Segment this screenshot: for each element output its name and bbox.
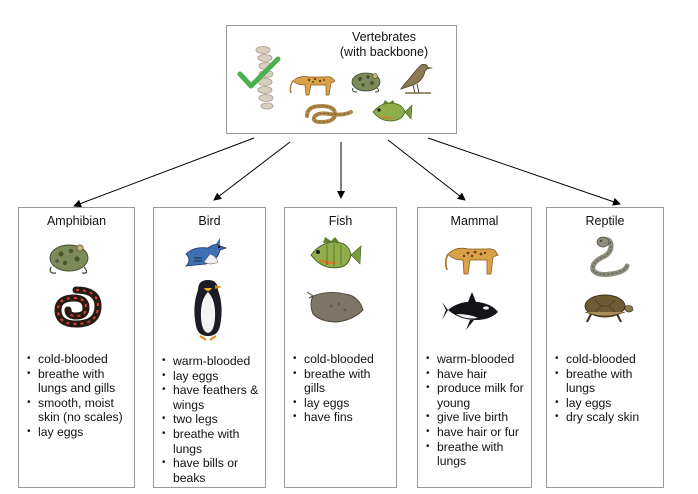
category-box-mammal: Mammal warm-blooded have hair produce mi… bbox=[417, 207, 532, 488]
category-box-amphibian: Amphibian cold-blooded breathe with lung… bbox=[18, 207, 135, 488]
vertebrates-title: Vertebrates (with backbone) bbox=[299, 30, 469, 60]
trait-item: warm-blooded bbox=[426, 352, 527, 367]
trait-item: cold-blooded bbox=[293, 352, 392, 367]
category-title-fish: Fish bbox=[328, 214, 353, 228]
penguin-icon bbox=[194, 280, 222, 341]
category-title-reptile: Reptile bbox=[585, 214, 625, 228]
fish-icon bbox=[372, 100, 413, 122]
trait-item: have bills or beaks bbox=[162, 456, 261, 485]
snake-icon bbox=[305, 103, 353, 125]
trait-item: two legs bbox=[162, 412, 261, 427]
vertebrates-box: Vertebrates (with backbone) bbox=[226, 25, 457, 134]
trait-item: breathe with lungs and gills bbox=[27, 367, 130, 396]
arrow-bird bbox=[213, 141, 291, 201]
trait-item: produce milk for young bbox=[426, 381, 527, 410]
toad-icon bbox=[49, 244, 89, 274]
trait-list-reptile: cold-blooded breathe with lungs lay eggs… bbox=[555, 352, 659, 425]
checkmark-icon bbox=[237, 56, 281, 89]
trait-item: breathe with gills bbox=[293, 367, 392, 396]
category-box-fish: Fish cold-blooded breathe with gills lay… bbox=[284, 207, 397, 488]
salamander-icon bbox=[54, 286, 102, 328]
orca-icon bbox=[442, 292, 498, 330]
trait-item: lay eggs bbox=[162, 369, 261, 384]
leopard-icon bbox=[289, 76, 336, 96]
trait-item: breathe with lungs bbox=[162, 427, 261, 456]
category-title-mammal: Mammal bbox=[450, 214, 499, 228]
trait-item: cold-blooded bbox=[555, 352, 659, 367]
stingray-icon bbox=[307, 291, 364, 323]
trait-item: give live birth bbox=[426, 410, 527, 425]
arrow-amphibian bbox=[73, 137, 255, 208]
arrow-mammal bbox=[387, 139, 466, 201]
cobra-icon bbox=[590, 236, 630, 277]
category-box-bird: Bird warm-blooded lay eggs have feathers… bbox=[153, 207, 266, 488]
title-line-1: Vertebrates bbox=[352, 30, 416, 44]
arrow-reptile bbox=[427, 137, 621, 206]
trait-item: have fins bbox=[293, 410, 392, 425]
trait-list-amphibian: cold-blooded breathe with lungs and gill… bbox=[27, 352, 130, 440]
trait-item: lay eggs bbox=[27, 425, 130, 440]
trait-list-bird: warm-blooded lay eggs have feathers & wi… bbox=[162, 354, 261, 485]
trait-list-mammal: warm-blooded have hair produce milk for … bbox=[426, 352, 527, 469]
bird-icon bbox=[400, 64, 433, 94]
blue-jay-icon bbox=[184, 238, 228, 267]
turtle-icon bbox=[584, 294, 634, 323]
category-title-amphibian: Amphibian bbox=[46, 214, 107, 228]
category-title-bird: Bird bbox=[198, 214, 221, 228]
trait-item: have hair bbox=[426, 367, 527, 382]
trait-item: have hair or fur bbox=[426, 425, 527, 440]
trait-item: lay eggs bbox=[555, 396, 659, 411]
title-line-2: (with backbone) bbox=[339, 45, 429, 59]
leopard-icon bbox=[444, 247, 499, 275]
category-box-reptile: Reptile cold-blooded breathe with lungs … bbox=[546, 207, 664, 488]
trait-item: cold-blooded bbox=[27, 352, 130, 367]
trait-item: warm-blooded bbox=[162, 354, 261, 369]
trait-item: dry scaly skin bbox=[555, 410, 659, 425]
sunfish-icon bbox=[310, 237, 362, 269]
trait-item: smooth, moist skin (no scales) bbox=[27, 396, 130, 425]
trait-item: breathe with lungs bbox=[555, 367, 659, 396]
trait-item: breathe with lungs bbox=[426, 440, 527, 469]
trait-item: have feathers & wings bbox=[162, 383, 261, 412]
trait-item: lay eggs bbox=[293, 396, 392, 411]
toad-icon bbox=[351, 72, 381, 93]
trait-list-fish: cold-blooded breathe with gills lay eggs… bbox=[293, 352, 392, 425]
